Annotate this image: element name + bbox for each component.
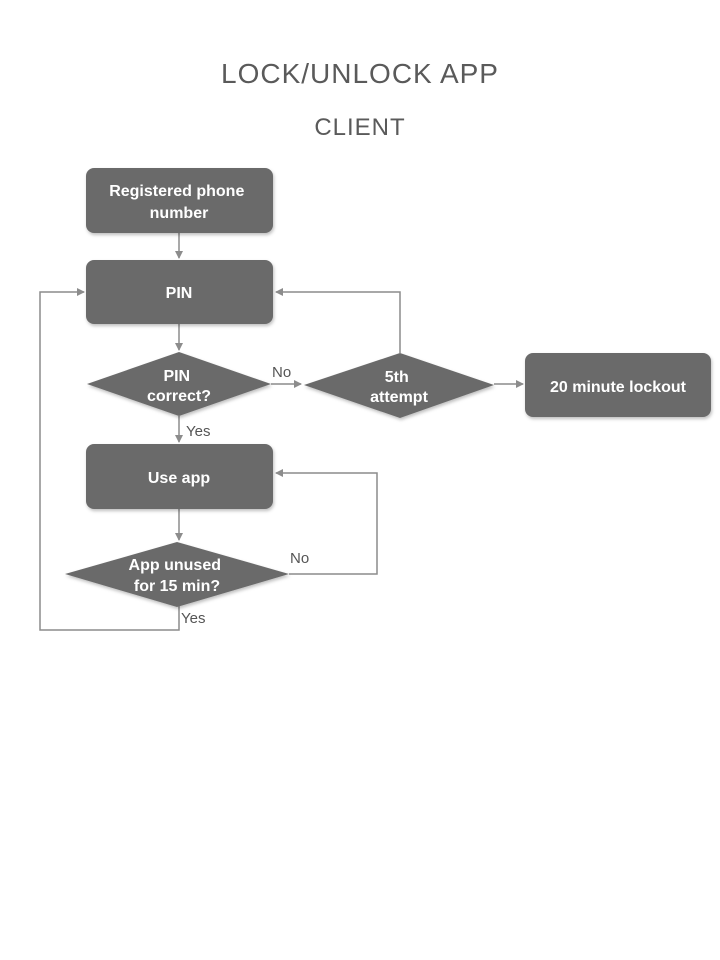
svg-text:PIN correct?: PIN correct?	[147, 368, 211, 405]
edge-label-unused-no: No	[290, 550, 309, 567]
svg-text:5th attempt: 5th attempt	[370, 369, 428, 406]
node-pin-correct-line-1: PIN	[163, 368, 190, 385]
node-registered-phone-line-2: number	[150, 205, 209, 222]
svg-text:PIN: PIN	[166, 285, 193, 302]
edge-label-pin-correct-yes: Yes	[186, 423, 210, 440]
node-registered-phone-line-1: Registered phone	[109, 183, 244, 200]
node-fifth-attempt-line-2: attempt	[370, 389, 428, 406]
page-subtitle: CLIENT	[314, 114, 406, 141]
node-lockout: 20 minute lockout	[525, 353, 711, 417]
edge-unused-yes	[39, 288, 180, 631]
svg-text:Registered phone number: Registered phone number	[109, 183, 249, 222]
svg-text:App unused for 15 min?: App unused for 15 min?	[129, 557, 226, 595]
node-fifth-attempt-line-1: 5th	[385, 369, 409, 386]
node-pin-correct: PIN correct?	[87, 352, 271, 416]
page-title: LOCK/UNLOCK APP	[221, 58, 499, 89]
node-use-app: Use app	[86, 444, 273, 509]
node-app-unused-line-1: App unused	[129, 557, 221, 574]
node-app-unused-line-2: for 15 min?	[134, 578, 220, 595]
edge-label-unused-yes: Yes	[181, 610, 205, 627]
edge-unused-no	[275, 469, 378, 575]
node-pin-correct-line-2: correct?	[147, 388, 211, 405]
node-use-app-line-1: Use app	[148, 470, 210, 487]
edge-attempt-to-pin	[275, 288, 401, 353]
node-fifth-attempt: 5th attempt	[304, 353, 494, 418]
node-registered-phone: Registered phone number	[86, 168, 273, 233]
svg-text:20 minute lockout: 20 minute lockout	[550, 379, 687, 396]
node-pin-line-1: PIN	[166, 285, 193, 302]
node-app-unused: App unused for 15 min?	[65, 542, 289, 607]
node-lockout-line-1: 20 minute lockout	[550, 379, 687, 396]
node-pin: PIN	[86, 260, 273, 324]
svg-text:Use app: Use app	[148, 470, 210, 487]
edge-label-pin-correct-no: No	[272, 364, 291, 381]
